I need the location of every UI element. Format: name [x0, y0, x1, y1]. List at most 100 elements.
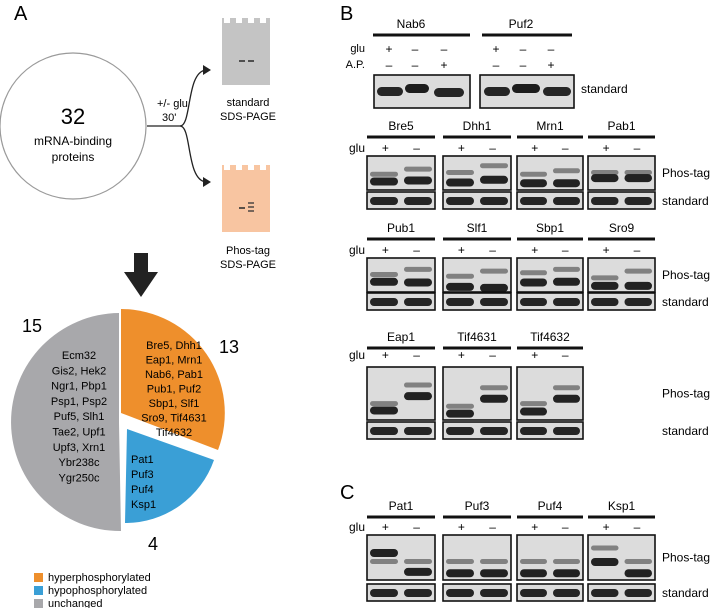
arrow-head-standard	[203, 65, 211, 75]
pie-count-unchanged: 15	[22, 316, 42, 336]
band	[370, 589, 398, 597]
treatment-line1: +/- glu	[157, 98, 188, 110]
band	[624, 298, 652, 306]
band	[520, 171, 547, 177]
standard-gel	[516, 421, 584, 440]
standard-gel	[442, 191, 512, 210]
gel-label-phostag: Phos-tag	[662, 551, 710, 565]
band	[624, 569, 652, 578]
blot-row-b1: gluBre5+–Dhh1+–Mrn1+–Pab1+–Phos-tagstand…	[349, 119, 710, 210]
treatment-line2: 30'	[162, 112, 176, 124]
glu-sign: –	[562, 520, 569, 534]
band	[370, 401, 398, 407]
band	[591, 545, 619, 551]
band	[624, 559, 652, 564]
band	[446, 403, 474, 409]
pie-label-unchanged: Gis2, Hek2	[52, 365, 106, 377]
glu-sign: –	[413, 520, 420, 534]
band	[624, 170, 652, 175]
band	[624, 174, 652, 183]
phostag-gel-label-line2: SDS-PAGE	[220, 259, 276, 271]
band	[404, 427, 432, 435]
band	[446, 282, 474, 291]
phostag-gel	[366, 534, 436, 581]
glu-sign: +	[531, 141, 538, 155]
band	[377, 87, 403, 96]
glu-sign: –	[634, 520, 641, 534]
protein-name: Puf4	[538, 499, 563, 513]
band	[553, 266, 580, 272]
glu-sign: –	[489, 348, 496, 362]
glu-sign: +	[382, 243, 389, 257]
band	[553, 298, 580, 306]
phostag-gel-frame	[516, 366, 584, 421]
phostag-gel	[587, 155, 656, 191]
panel-b: B Nab6 Puf2 glu A.P. +––––++––––+ standa…	[340, 3, 710, 440]
pie-label-unchanged: Puf5, Slh1	[54, 411, 105, 423]
standard-gel	[516, 191, 584, 210]
protein-name: Ksp1	[608, 499, 636, 513]
pie-count-hyper: 13	[219, 337, 239, 357]
band	[480, 569, 508, 578]
band	[404, 589, 432, 597]
pie-label-hyper: Sbp1, Slf1	[149, 398, 200, 410]
band	[480, 589, 508, 597]
panel-a-label: A	[14, 3, 28, 25]
band	[553, 559, 580, 564]
band	[404, 176, 432, 185]
band	[553, 569, 580, 578]
protein-count: 32	[61, 104, 85, 129]
arrow-head-phostag	[203, 177, 211, 187]
glu-sign: +	[492, 42, 499, 56]
band	[370, 272, 398, 277]
standard-gel	[587, 583, 656, 602]
protein-name: Pub1	[387, 221, 415, 235]
ap-sign: –	[412, 58, 419, 72]
band	[480, 268, 508, 274]
protein-name-nab6: Nab6	[397, 17, 426, 31]
pie-label-hypo: Puf4	[131, 484, 154, 496]
phostag-gel-frame	[587, 155, 656, 191]
phostag-gel	[587, 257, 656, 293]
glu-sign: –	[413, 348, 420, 362]
gel-label-phostag: Phos-tag	[662, 166, 710, 180]
band	[370, 171, 398, 177]
glu-sign: –	[520, 42, 527, 56]
band	[370, 406, 398, 415]
ap-sign: +	[440, 58, 447, 72]
band	[446, 427, 474, 435]
band	[370, 559, 398, 564]
pie-label-unchanged: Ygr250c	[59, 472, 100, 484]
standard-gel-icon	[222, 18, 270, 85]
pie-label-hypo: Puf3	[131, 469, 154, 481]
glu-sign: +	[603, 520, 610, 534]
band	[370, 549, 398, 557]
standard-gel	[442, 292, 512, 311]
band	[520, 427, 547, 435]
band	[553, 385, 580, 391]
blot-row-b2: gluPub1+–Slf1+–Sbp1+–Sro9+–Phos-tagstand…	[349, 221, 710, 311]
band	[520, 407, 547, 416]
protein-name: Slf1	[467, 221, 488, 235]
standard-gel-label-line1: standard	[227, 97, 270, 109]
band	[446, 170, 474, 175]
glu-sign: –	[441, 42, 448, 56]
gel-label-standard: standard	[662, 424, 709, 438]
band	[446, 569, 474, 578]
band	[404, 567, 432, 576]
glu-sign: +	[382, 520, 389, 534]
band	[446, 197, 474, 205]
band	[512, 84, 540, 93]
band	[480, 559, 508, 564]
glu-sign: +	[382, 141, 389, 155]
band	[446, 178, 474, 187]
band	[591, 275, 619, 281]
protein-name: Puf3	[465, 499, 490, 513]
band	[624, 268, 652, 274]
band	[591, 174, 619, 183]
band	[446, 298, 474, 306]
glu-sign: –	[489, 141, 496, 155]
glu-sign: +	[458, 520, 465, 534]
pie-label-hyper: Tif4632	[156, 427, 192, 439]
blot-row-b3: gluEap1+–Tif4631+–Tif4632+–Phos-tagstand…	[349, 330, 710, 440]
